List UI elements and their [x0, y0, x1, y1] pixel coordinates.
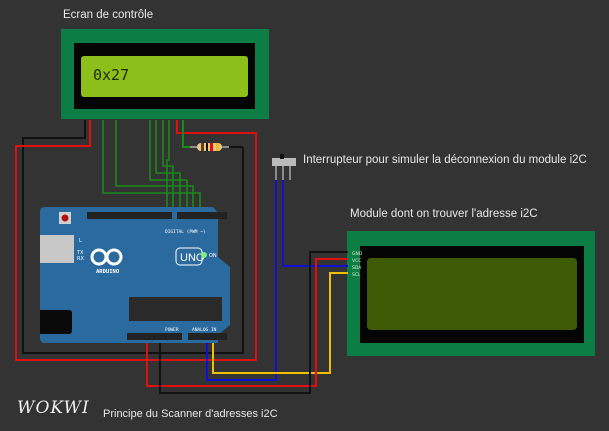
wire-yellow-scl: [212, 272, 348, 374]
analog-label: ANALOG IN: [192, 327, 217, 333]
wire-green-3: [149, 120, 188, 210]
wire-green-6: [166, 120, 170, 210]
switch-caption: Interrupteur pour simuler la déconnexion…: [303, 154, 587, 166]
arduino-logo-right: [105, 248, 123, 266]
analog-header: [188, 333, 227, 340]
reset-button-cap: [61, 214, 69, 222]
led-l-label: L: [79, 238, 82, 244]
footer-caption: Principe du Scanner d'adresses i2C: [103, 408, 278, 420]
control-lcd-screen: 0x27: [81, 56, 248, 97]
power-header: [127, 333, 182, 340]
module-caption: Module dont on trouver l'adresse i2C: [350, 208, 538, 220]
digital-header-right: [177, 212, 227, 219]
wire-green-resistor: [182, 120, 190, 148]
arduino-brand: ARDUINO: [96, 269, 120, 275]
wire-green-1: [102, 120, 201, 210]
i2c-lcd-bezel: [360, 246, 584, 343]
wire-blue-sda-module: [282, 180, 348, 267]
atmega-chip: [129, 297, 222, 321]
pin-scl: SCL: [352, 273, 361, 278]
wire-green-5: [162, 120, 174, 210]
digital-header-left: [87, 212, 172, 219]
led-tx-label: TX: [76, 250, 84, 256]
control-lcd-bezel: 0x27: [74, 43, 255, 109]
wire-green-4: [155, 120, 181, 210]
usb-port: [40, 235, 74, 263]
wire-blue-sda-arduino: [206, 180, 277, 381]
uno-label: UNO: [180, 252, 205, 264]
i2c-lcd-module[interactable]: GND VCC SDA SCL: [347, 231, 595, 356]
arduino-uno-board[interactable]: UNO ARDUINO ON DIGITAL (PWM ~) POWER ANA…: [40, 207, 240, 347]
on-led: [201, 252, 207, 258]
power-label: POWER: [165, 327, 179, 333]
digital-label: DIGITAL (PWM ~): [165, 229, 206, 235]
wire-red-lcd-vcc: [15, 120, 257, 361]
pin-sda: SDA: [352, 266, 362, 271]
control-screen-label: Ecran de contrôle: [63, 9, 154, 21]
led-rx-label: RX: [77, 256, 84, 262]
pin-vcc: VCC: [352, 259, 362, 264]
power-jack: [40, 310, 72, 334]
control-lcd[interactable]: 0x27: [61, 29, 269, 119]
on-led-label: ON: [209, 253, 217, 259]
slide-switch[interactable]: [272, 154, 296, 180]
pin-gnd: GND: [352, 252, 363, 257]
data-wires-green: [102, 120, 201, 210]
wire-black-module-gnd: [159, 251, 348, 394]
wire-black-lcd-gnd: [22, 120, 244, 354]
resistor[interactable]: [190, 143, 229, 151]
wokwi-logo[interactable]: WOKWI: [17, 398, 90, 418]
lcd-display-text: 0x27: [93, 66, 130, 84]
wire-red-module-vcc: [146, 258, 348, 387]
i2c-lcd-screen: [367, 258, 577, 330]
wire-green-2: [115, 120, 194, 210]
